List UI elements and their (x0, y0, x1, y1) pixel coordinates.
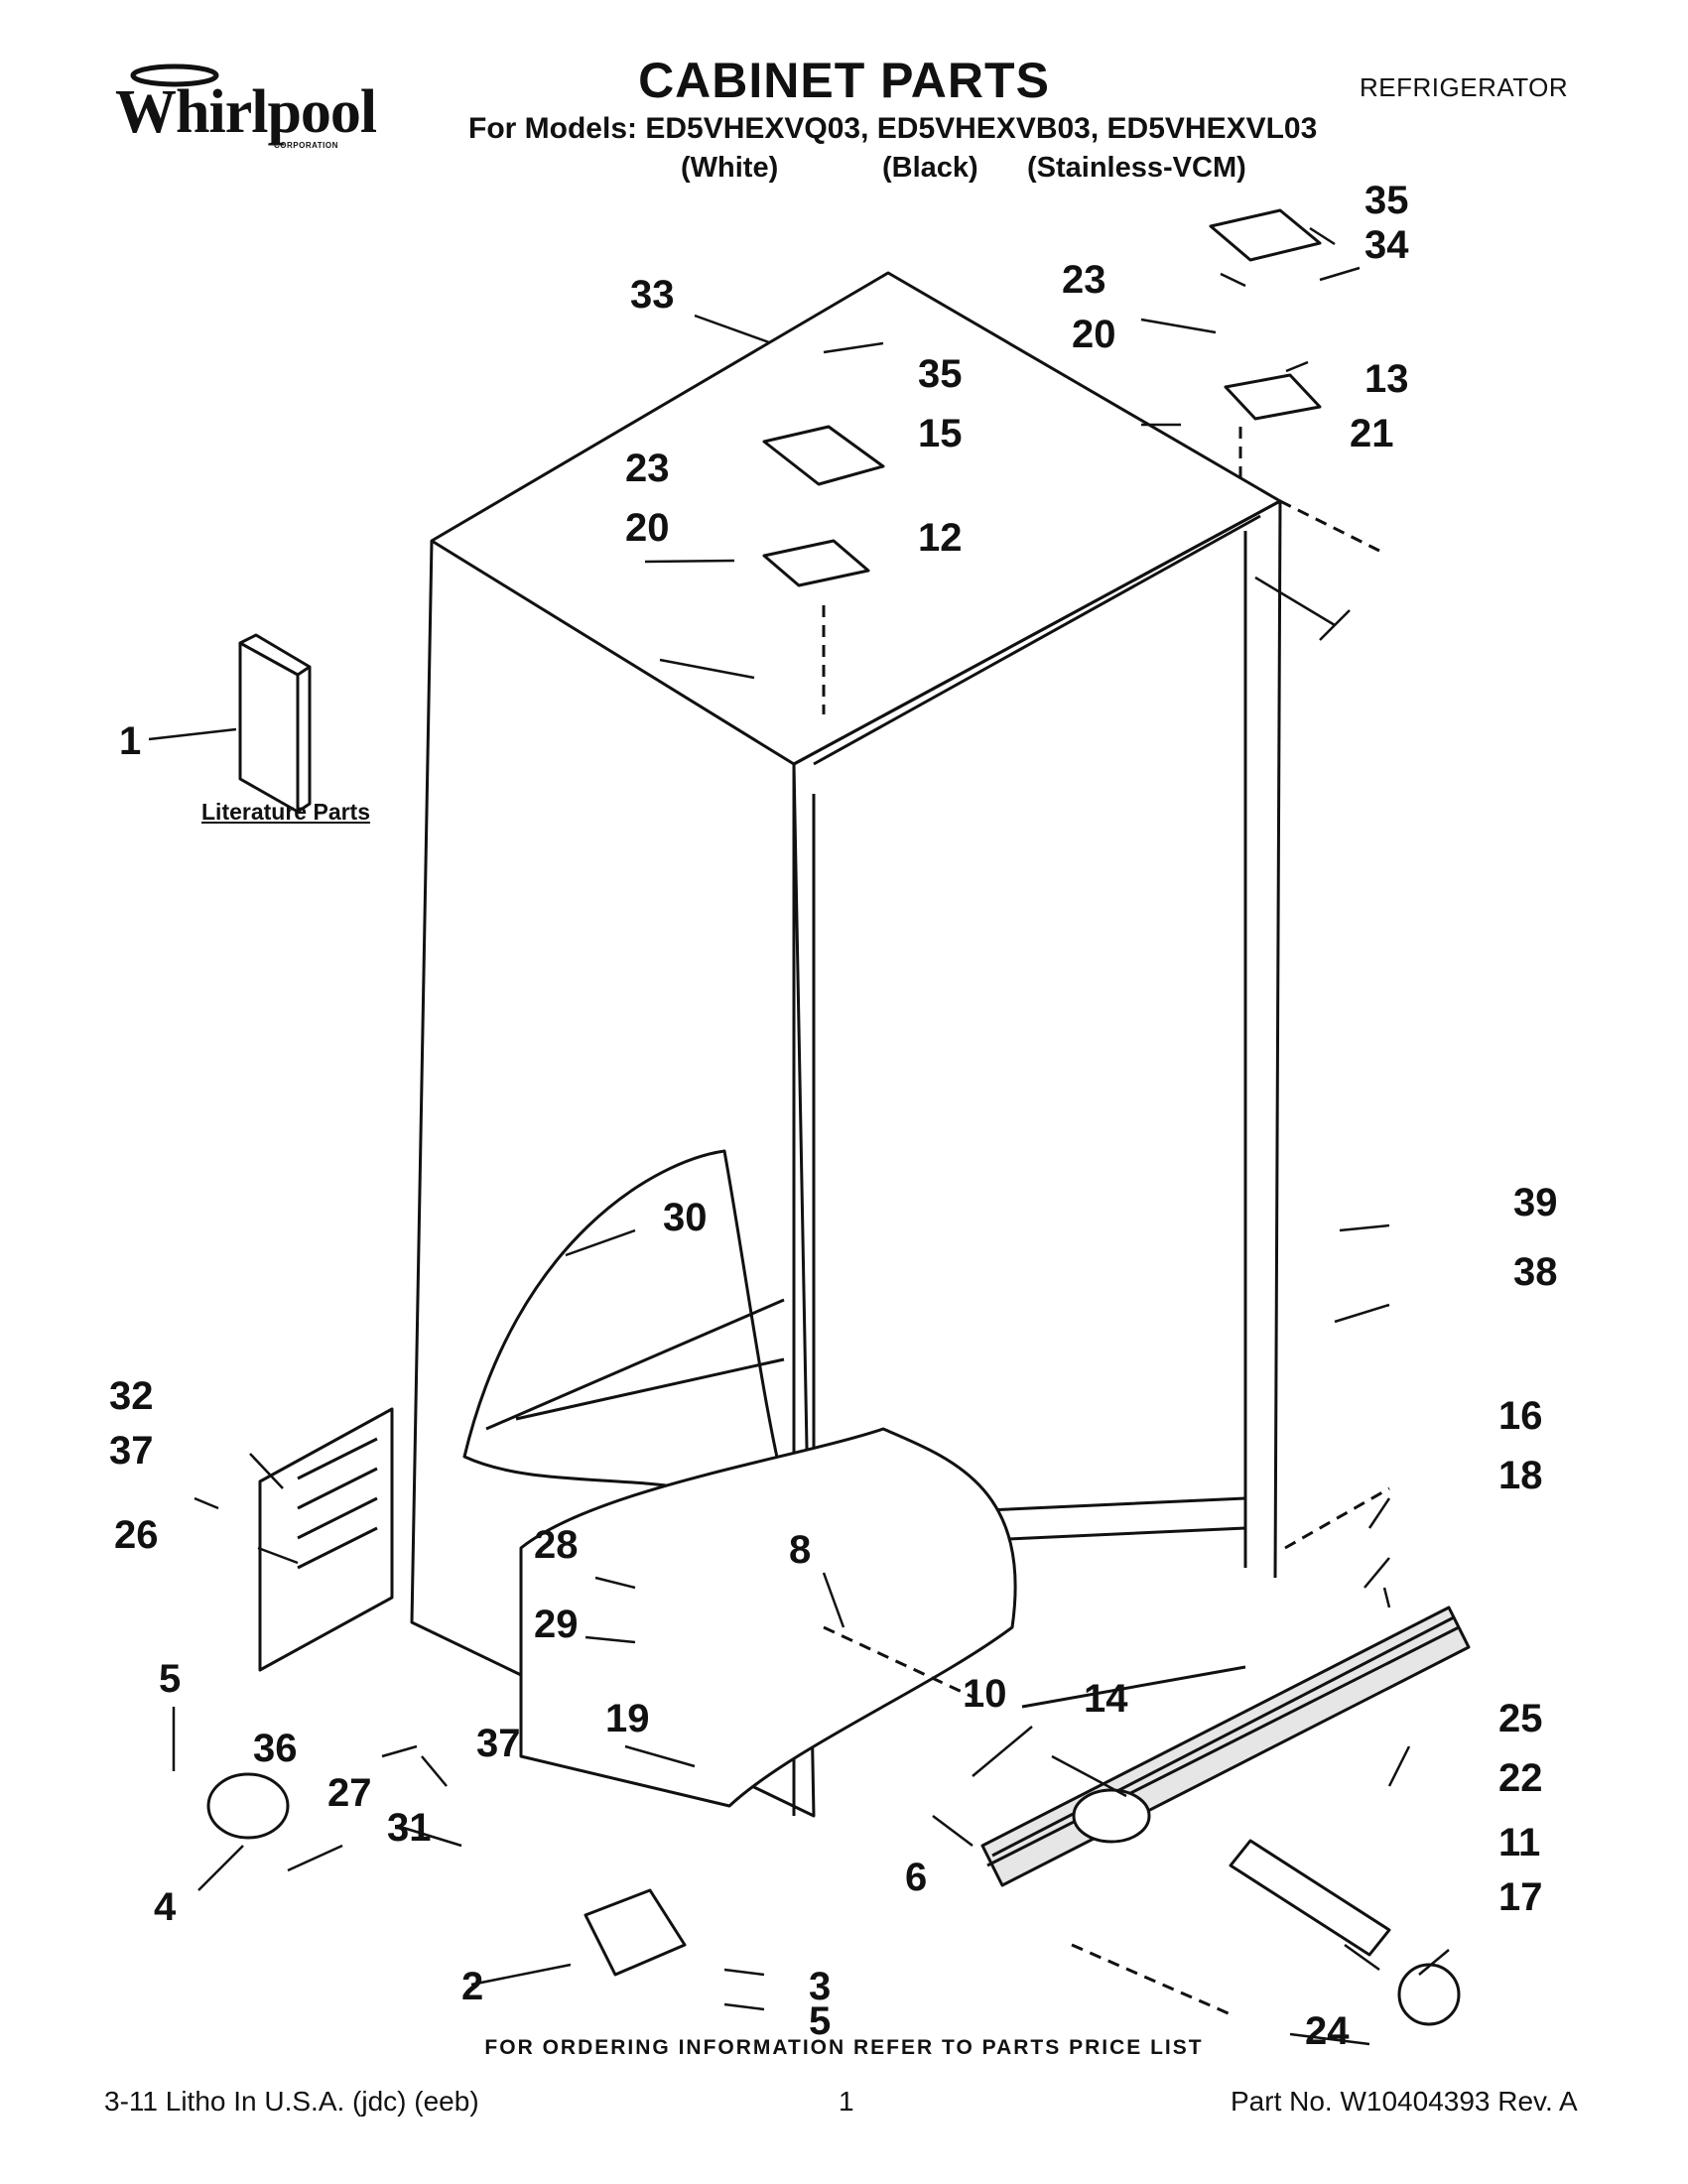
variant-black: (Black) (882, 152, 978, 184)
callout-25: 25 (1498, 1697, 1543, 1740)
callout-34: 34 (1364, 223, 1409, 267)
callout-37-bottom: 37 (476, 1722, 521, 1765)
page-number: 1 (839, 2086, 854, 2117)
callout-23-left: 23 (625, 447, 670, 490)
callout-23-right: 23 (1062, 258, 1106, 302)
callout-17: 17 (1498, 1875, 1543, 1919)
callout-4: 4 (154, 1885, 177, 1929)
callout-11: 11 (1498, 1821, 1540, 1864)
models-line: For Models: ED5VHEXVQ03, ED5VHEXVB03, ED… (468, 112, 1318, 145)
callout-5-left: 5 (159, 1657, 181, 1701)
variant-stainless: (Stainless-VCM) (1027, 152, 1246, 184)
appliance-type: REFRIGERATOR (1360, 72, 1569, 102)
callout-15: 15 (918, 412, 963, 455)
callout-12: 12 (918, 516, 963, 560)
callout-22: 22 (1498, 1756, 1543, 1800)
callout-16: 16 (1498, 1394, 1543, 1438)
callout-20-right: 20 (1072, 313, 1116, 356)
callout-28: 28 (534, 1523, 579, 1567)
callout-33: 33 (630, 273, 675, 317)
part-number: Part No. W10404393 Rev. A (1231, 2086, 1578, 2117)
variant-white: (White) (681, 152, 779, 184)
callout-27: 27 (327, 1771, 372, 1815)
callout-5-bottom: 5 (809, 1999, 831, 2043)
callout-31: 31 (387, 1806, 432, 1850)
callout-38: 38 (1513, 1250, 1558, 1294)
callout-8: 8 (789, 1528, 811, 1572)
callout-35-right: 35 (1364, 179, 1409, 222)
callout-29: 29 (534, 1603, 579, 1646)
logo-wordmark: Whirlpool (115, 78, 377, 146)
callout-3: 3 (809, 1965, 831, 2008)
callout-32: 32 (109, 1374, 154, 1418)
logo-corporation: CORPORATION (274, 141, 338, 150)
page-title: CABINET PARTS (638, 53, 1050, 108)
callout-14: 14 (1084, 1677, 1128, 1721)
whirlpool-logo: Whirlpool CORPORATION (115, 62, 377, 161)
literature-parts-label: Literature Parts (201, 799, 371, 825)
callout-24: 24 (1305, 2009, 1350, 2053)
callout-30: 30 (663, 1196, 708, 1239)
callout-37-left: 37 (109, 1429, 154, 1473)
litho-info: 3-11 Litho In U.S.A. (jdc) (eeb) (104, 2086, 479, 2117)
callout-26: 26 (114, 1513, 159, 1557)
callout-6: 6 (905, 1856, 927, 1899)
callout-21: 21 (1350, 412, 1394, 455)
callout-2: 2 (461, 1965, 483, 2008)
callout-19: 19 (605, 1697, 650, 1740)
callout-35-left: 35 (918, 352, 963, 396)
callout-18: 18 (1498, 1454, 1543, 1497)
callout-20-left: 20 (625, 506, 670, 550)
callout-13: 13 (1364, 357, 1409, 401)
callout-36: 36 (253, 1727, 298, 1770)
callout-1: 1 (119, 719, 141, 763)
callout-39: 39 (1513, 1181, 1558, 1224)
callout-10: 10 (963, 1672, 1007, 1716)
ordering-note: FOR ORDERING INFORMATION REFER TO PARTS … (484, 2036, 1204, 2059)
logo-swirl-icon (130, 64, 219, 87)
